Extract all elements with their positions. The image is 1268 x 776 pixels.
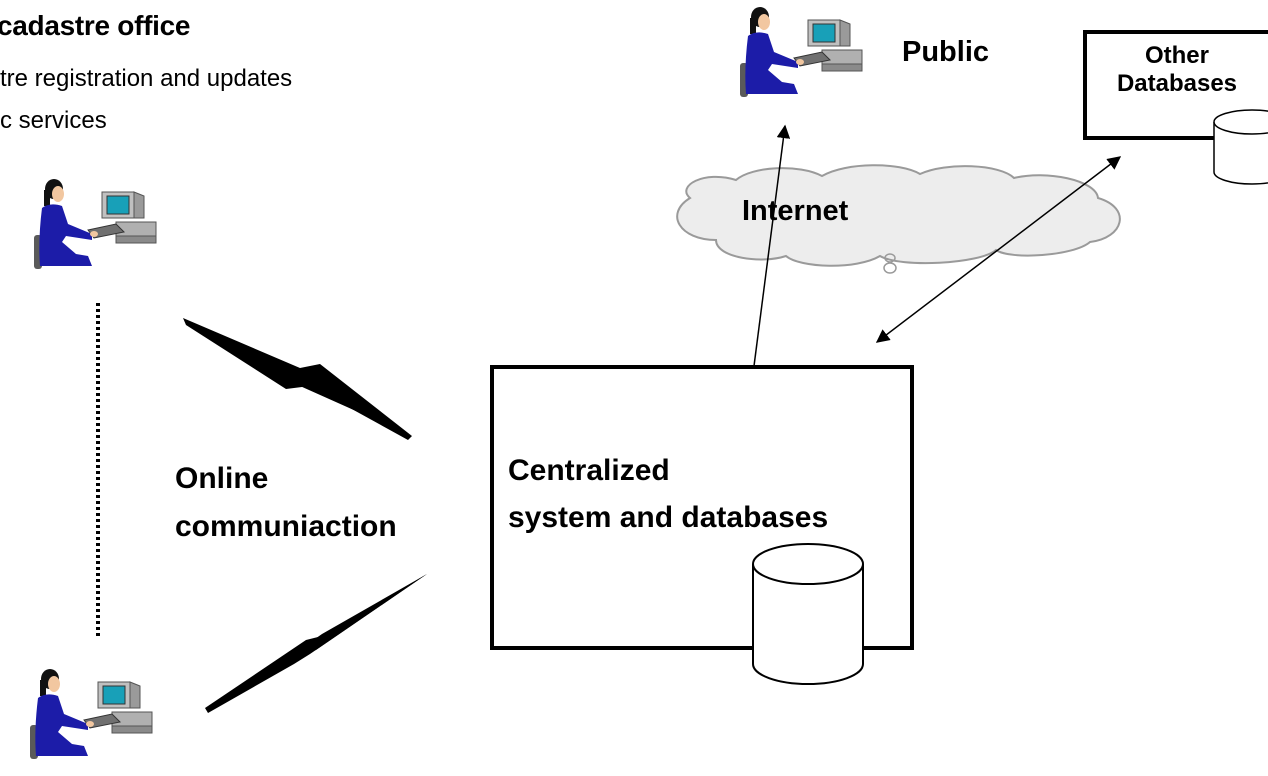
central-system-label: Centralized system and databases [508, 447, 828, 541]
public-user-icon [739, 6, 863, 98]
online-communication-label: Online communiaction [175, 455, 397, 551]
online-line-1: Online [175, 462, 269, 495]
central-database-cylinder-icon [752, 543, 864, 685]
office-line-1: tre registration and updates [0, 65, 293, 92]
central-line-1: Centralized [508, 454, 670, 487]
office-user-top-icon [33, 178, 157, 270]
arrow-to-public [753, 124, 791, 367]
other-databases-line-1: Other [1144, 42, 1209, 69]
internet-label: Internet [742, 195, 849, 227]
lightning-bolt-upper-fill [183, 318, 412, 436]
lightning-bolt-lower-fill [205, 574, 427, 708]
public-label: Public [902, 36, 990, 68]
other-databases-label: Other Databases [1090, 42, 1264, 98]
office-line-2: c services [0, 107, 107, 134]
other-databases-cylinder-icon [1213, 109, 1268, 185]
other-databases-line-2: Databases [1116, 70, 1238, 97]
office-title: cadastre office [0, 10, 191, 41]
online-line-2: communiaction [175, 510, 397, 543]
office-user-bottom-icon [29, 668, 153, 760]
central-line-2: system and databases [508, 501, 829, 534]
arrow-other-databases [875, 156, 1122, 343]
